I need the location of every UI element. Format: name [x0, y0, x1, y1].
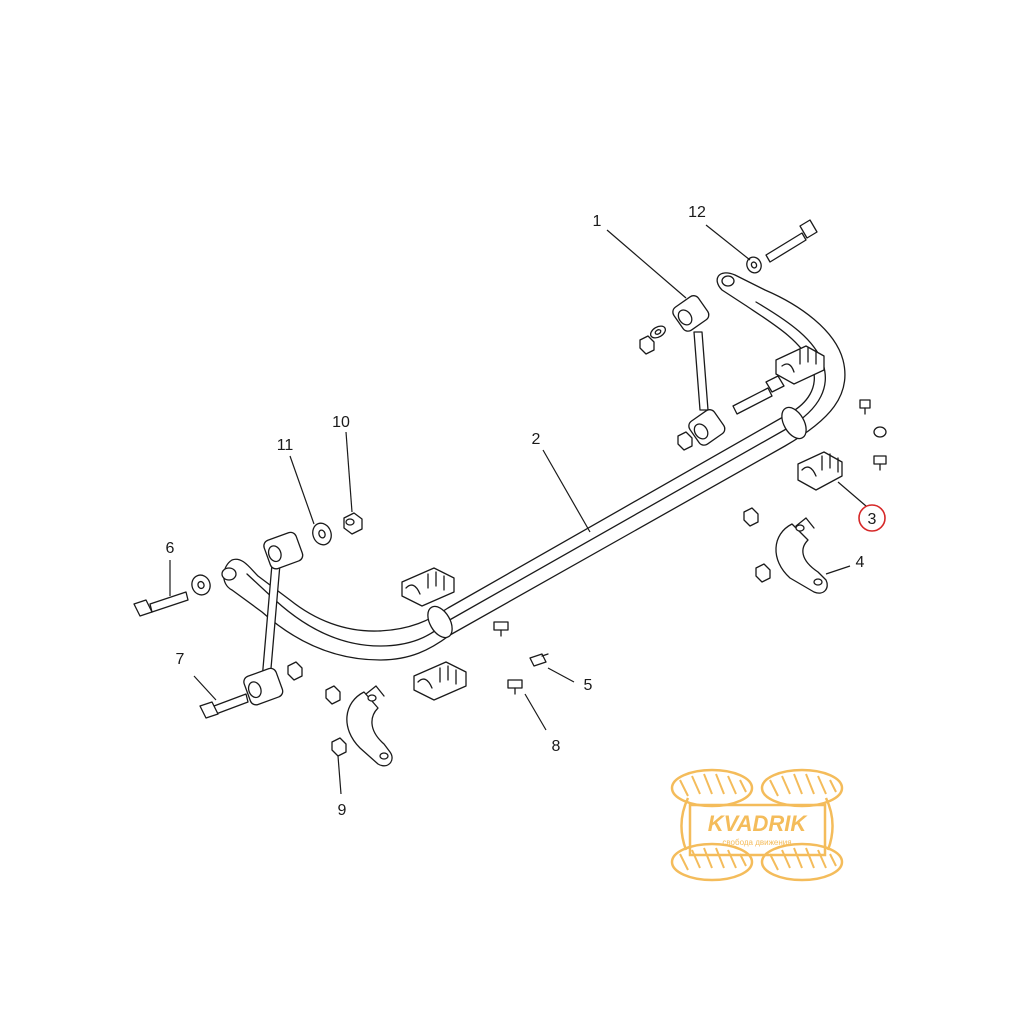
callout-3: 3	[868, 511, 877, 528]
callout-9: 9	[338, 802, 347, 819]
callout-1: 1	[593, 213, 602, 230]
part-4-clamp-right	[743, 507, 828, 594]
callout-11: 11	[277, 437, 294, 454]
callout-8: 8	[552, 738, 561, 755]
right-fasteners	[859, 399, 887, 471]
callout-12: 12	[688, 204, 706, 221]
leader-lines	[169, 224, 867, 795]
callout-labels: 1 2 3 4 5 6 7 8 9 10 11 12	[166, 204, 886, 819]
part-2-stabilizer-bar	[221, 272, 846, 661]
bushing-upper-right	[775, 345, 825, 385]
stabilizer-link-left	[243, 531, 304, 706]
logo-tagline-text: свобода движения	[722, 838, 791, 847]
part-6-bolt-washer	[133, 574, 211, 617]
part-10-nut	[343, 512, 363, 535]
part-3-bushing	[797, 451, 843, 491]
part-12-bolt-washer	[746, 219, 818, 274]
callout-5: 5	[584, 677, 593, 694]
part-8-bolt	[493, 621, 523, 695]
logo-brand-text: KVADRIK	[708, 811, 809, 836]
callout-2: 2	[532, 431, 541, 448]
callout-4: 4	[856, 554, 865, 571]
bushing-lower-left-lower	[413, 661, 467, 701]
part-11-washer	[312, 522, 332, 546]
callout-10: 10	[332, 414, 350, 431]
part-7-bolt	[199, 661, 303, 719]
callout-7: 7	[176, 651, 185, 668]
bushing-lower-left-upper	[401, 567, 455, 607]
callout-6: 6	[166, 540, 175, 557]
part-9-clamp-left	[325, 685, 393, 767]
kvadrik-logo-watermark: KVADRIK свобода движения	[670, 768, 844, 882]
part-5-fitting	[529, 653, 549, 667]
part-1-stabilizer-link-right	[639, 295, 785, 451]
callout-3-highlight-ring	[858, 504, 886, 532]
